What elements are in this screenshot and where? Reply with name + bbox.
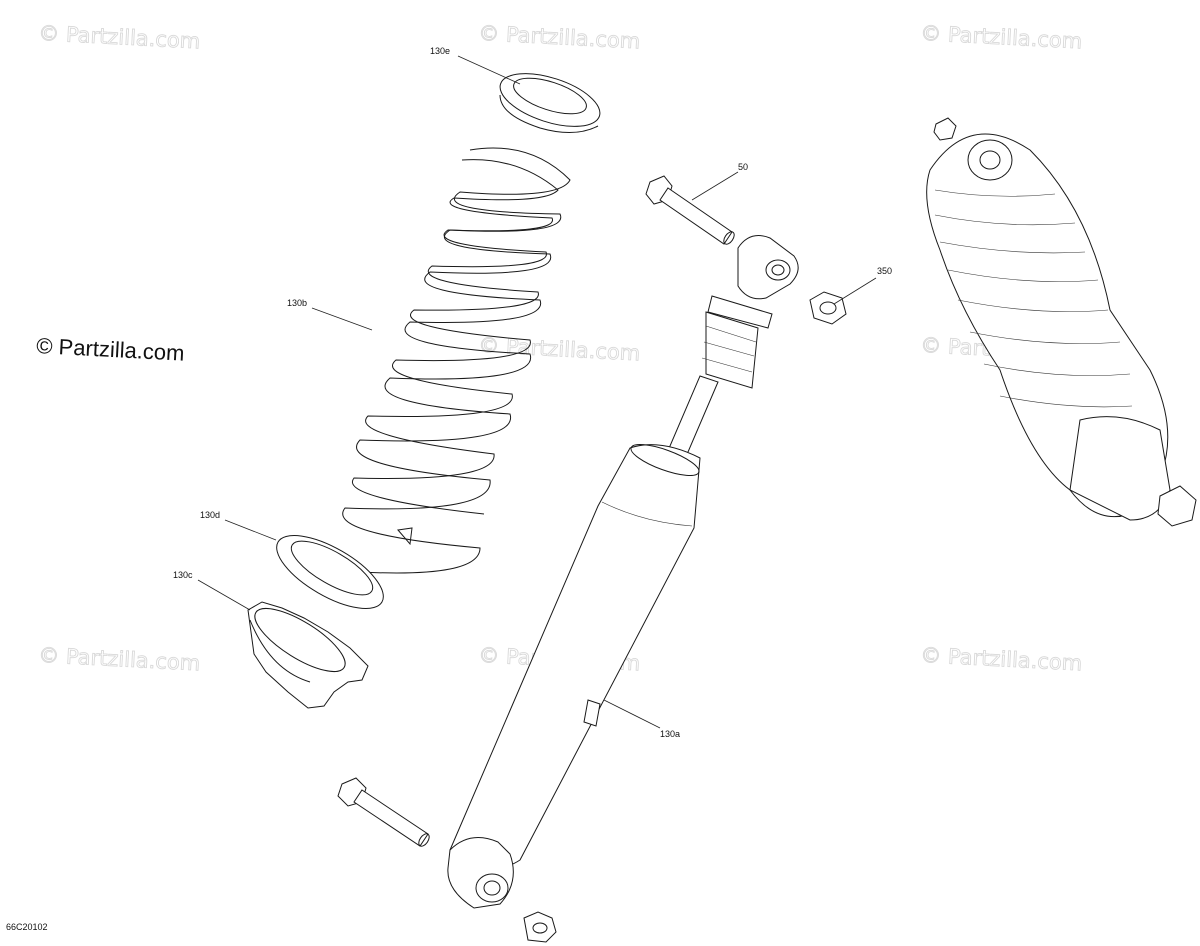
- coil-spring-130b: [342, 147, 571, 574]
- upper-bolt-50: [645, 175, 735, 245]
- callout-130a: 130a: [660, 729, 680, 739]
- callout-350: 350: [877, 266, 892, 276]
- watermark: © Partzilla.com: [920, 21, 1083, 53]
- partzilla-watermark-main: © Partzilla.com: [36, 333, 185, 366]
- watermark: © Partzilla.com: [38, 643, 201, 675]
- upper-nut-350: [809, 291, 847, 325]
- callout-130e: 130e: [430, 46, 450, 56]
- drawing-code: 66C20102: [6, 922, 48, 932]
- watermark: © Partzilla.com: [478, 21, 641, 53]
- adjuster-ring-130c: [247, 601, 369, 709]
- lower-nut: [523, 911, 557, 943]
- callout-leaders: [197, 55, 877, 729]
- callout-130b: 130b: [287, 298, 307, 308]
- assembled-shock-view: [926, 117, 1197, 527]
- watermark: © Partzilla.com: [920, 643, 1083, 675]
- lower-spring-seat-130d: [276, 535, 384, 609]
- upper-spring-seat-130e: [499, 73, 601, 133]
- watermark: © Partzilla.com: [38, 21, 201, 53]
- callout-130d: 130d: [200, 510, 220, 520]
- callout-50: 50: [738, 162, 748, 172]
- callout-labels: 130e 130b 130d 130c 50 350 130a: [173, 46, 892, 739]
- callout-130c: 130c: [173, 570, 193, 580]
- lower-bolt: [337, 777, 430, 847]
- shock-absorber-130a: [447, 235, 799, 909]
